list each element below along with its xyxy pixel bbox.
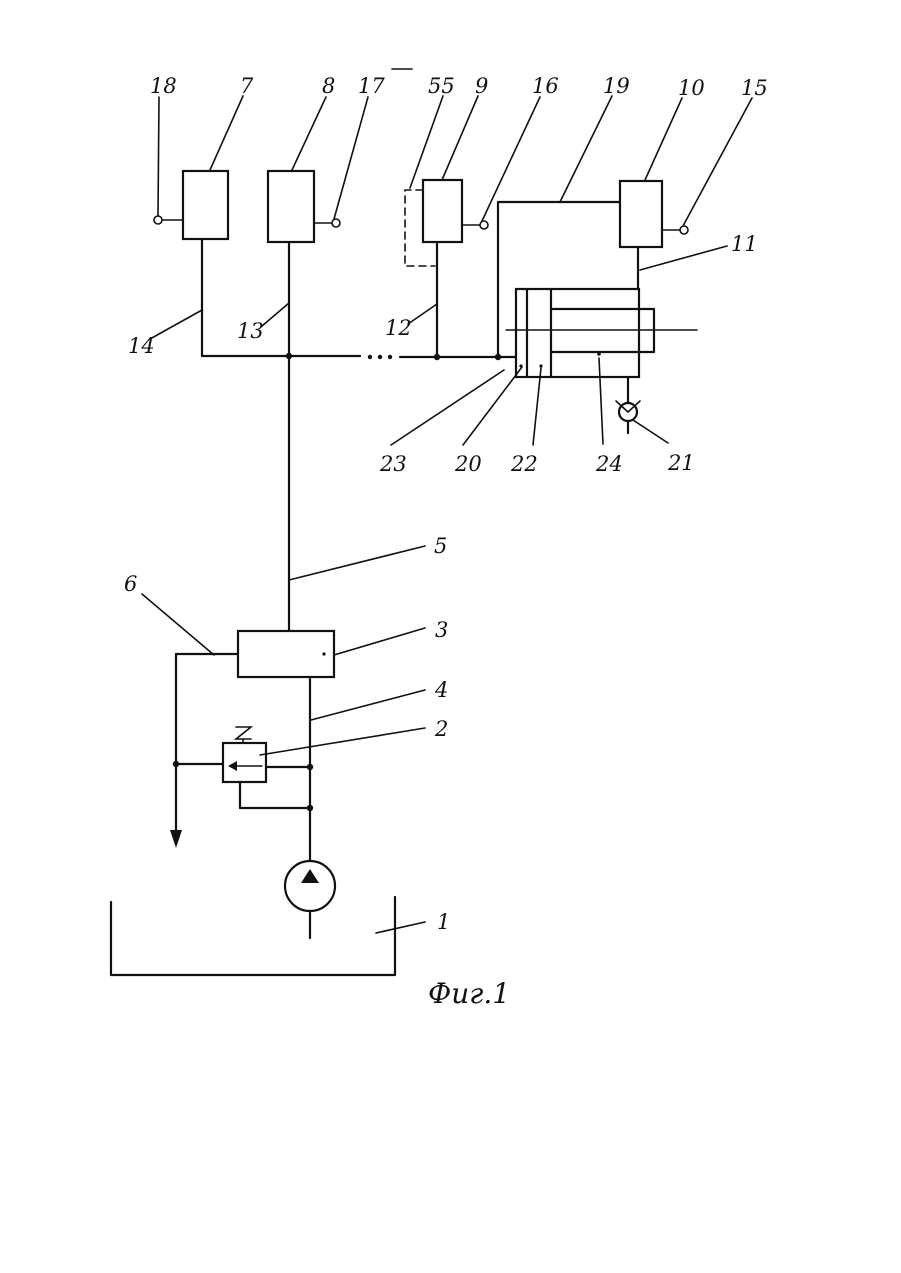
pump [285,861,335,911]
label-14: 14 [128,334,155,358]
control-knob-17 [332,219,340,227]
label-6: 6 [124,572,137,596]
label-20: 20 [454,452,482,476]
tank-1 [111,897,395,975]
cylinder-mark-20 [539,364,542,367]
control-knob-18 [154,216,162,224]
label-7: 7 [240,74,254,98]
label-5: 5 [434,534,447,558]
cylinder-body [516,289,639,377]
relief-valve-2 [223,743,266,782]
label-8: 8 [322,74,335,98]
label-21: 21 [667,451,695,475]
ellipsis-dot [388,355,392,359]
label-10: 10 [678,76,705,100]
ellipsis-dot [378,355,382,359]
label-16: 16 [532,74,559,98]
unit-9 [423,180,462,242]
label-12: 12 [385,316,412,340]
label-2: 2 [434,717,448,741]
label-18: 18 [150,74,177,98]
label-23: 23 [379,452,407,476]
valve-spring-icon [236,727,251,743]
distributor-3 [238,631,334,677]
unit-7 [183,171,228,239]
figure-caption: Фиг.1 [428,977,510,1010]
label-19: 19 [603,74,630,98]
unit-8 [268,171,314,242]
label-13: 13 [237,319,264,343]
label-9: 9 [475,74,488,98]
ellipsis-dot [368,355,372,359]
label-55: 55 [428,74,455,98]
label-22: 22 [510,452,538,476]
label-1: 1 [437,910,450,934]
label-24: 24 [595,452,623,476]
valve-pilot-line [240,782,310,808]
unit-10 [620,181,662,247]
label-11: 11 [731,232,758,256]
control-knob-16 [480,221,488,229]
junction-dot [286,353,292,359]
label-3: 3 [435,618,448,642]
drain-arrowhead [170,830,182,848]
distributor-mark [322,652,325,655]
pump-triangle [301,869,319,883]
label-4: 4 [434,678,448,702]
label-15: 15 [741,76,768,100]
label-17: 17 [358,74,385,98]
cylinder-mark-24 [597,352,601,356]
control-knob-15 [680,226,688,234]
